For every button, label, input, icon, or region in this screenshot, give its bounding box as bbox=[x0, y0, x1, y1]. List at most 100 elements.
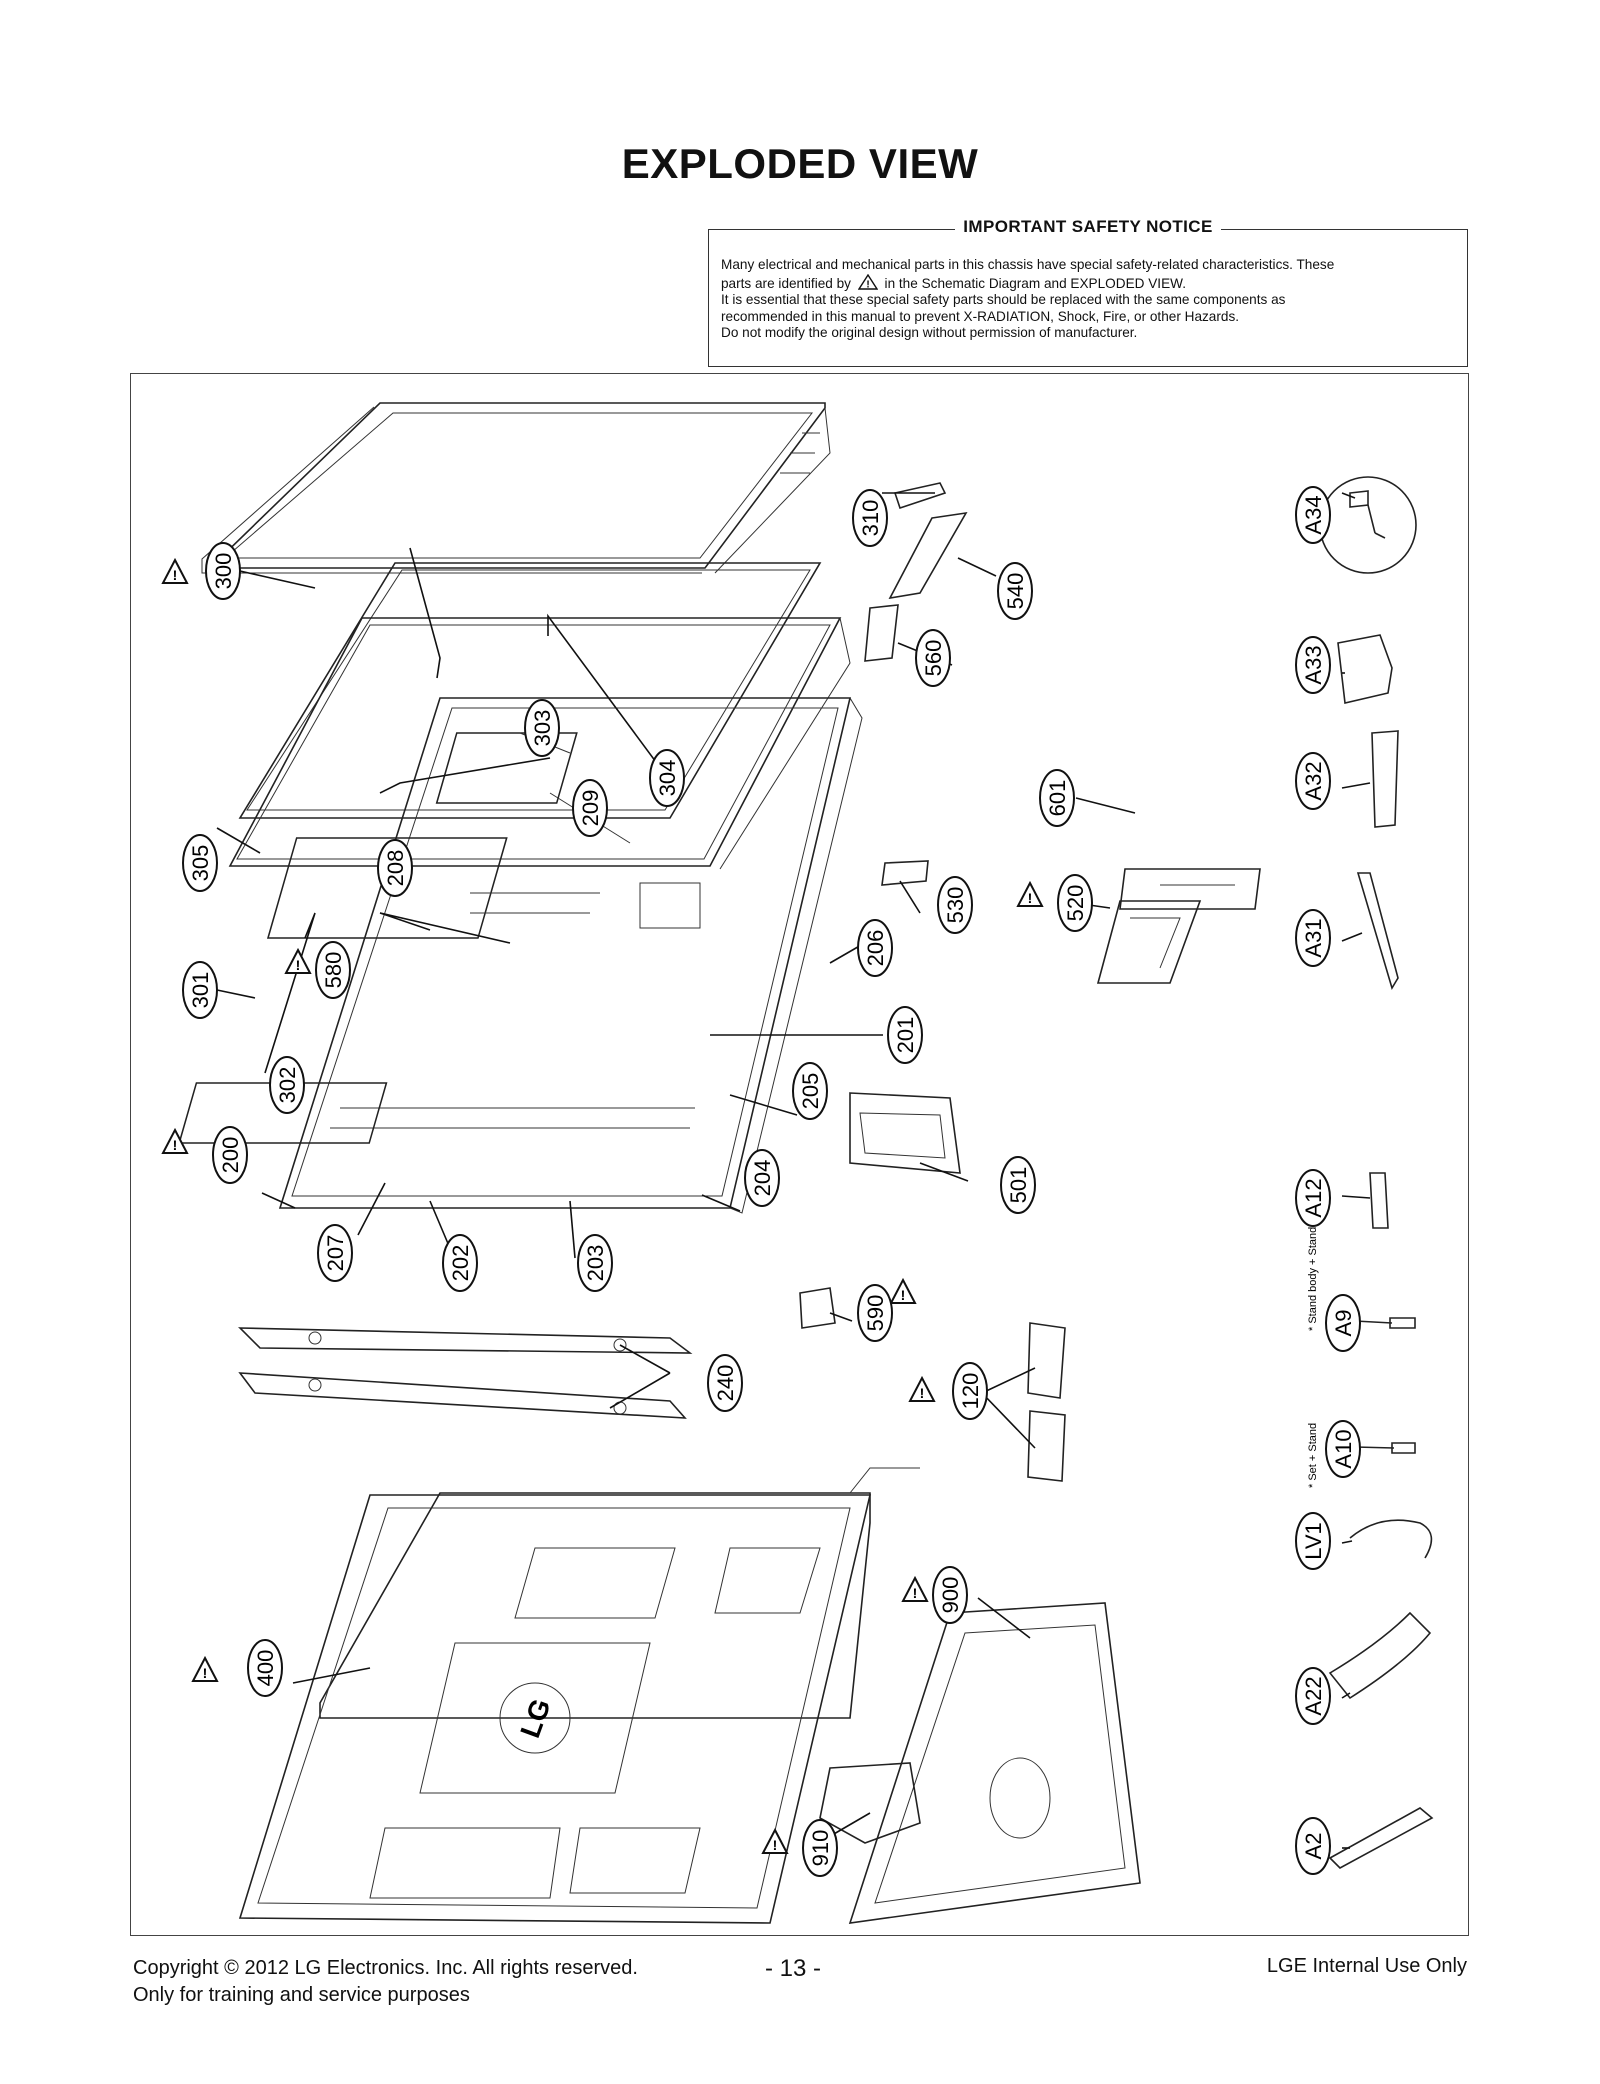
stand-body bbox=[819, 1762, 921, 1844]
part-label-310: 310 bbox=[852, 489, 888, 547]
svg-text:120: 120 bbox=[958, 1373, 983, 1410]
svg-text:540: 540 bbox=[1003, 573, 1028, 610]
svg-text:202: 202 bbox=[448, 1245, 473, 1282]
warning-triangle-icon: ! bbox=[857, 273, 879, 290]
part-label-A33: A33 bbox=[1295, 636, 1331, 694]
part-label-209: 209 bbox=[572, 779, 608, 837]
part-label-202: 202 bbox=[442, 1234, 478, 1292]
svg-text:601: 601 bbox=[1045, 780, 1070, 817]
part-label-530: 530 bbox=[937, 876, 973, 934]
svg-text:530: 530 bbox=[943, 887, 968, 924]
part-label-560: 560 bbox=[915, 629, 951, 687]
notice-line-2-end: in the Schematic Diagram and EXPLODED VI… bbox=[884, 275, 1186, 291]
notice-line-4: recommended in this manual to prevent X-… bbox=[721, 308, 1240, 324]
part-label-304: 304 bbox=[649, 749, 685, 807]
display-panel-layers bbox=[228, 562, 851, 870]
footer-internal-use: LGE Internal Use Only bbox=[1266, 1955, 1467, 1977]
svg-text:A12: A12 bbox=[1301, 1178, 1326, 1217]
notice-line-3: It is essential that these special safet… bbox=[721, 292, 1286, 307]
svg-text:200: 200 bbox=[218, 1137, 243, 1174]
part-label-910: 910 bbox=[802, 1819, 838, 1877]
svg-text:A33: A33 bbox=[1301, 645, 1326, 684]
svg-text:590: 590 bbox=[863, 1295, 888, 1332]
svg-text:304: 304 bbox=[655, 760, 680, 797]
svg-text:580: 580 bbox=[321, 952, 346, 989]
svg-text:!: ! bbox=[866, 279, 869, 290]
svg-text:305: 305 bbox=[188, 845, 213, 882]
part-label-206: 206 bbox=[857, 919, 893, 977]
svg-text:204: 204 bbox=[750, 1160, 775, 1197]
notice-line-1: Many electrical and mechanical parts in … bbox=[721, 257, 1335, 272]
part-label-203: 203 bbox=[577, 1234, 613, 1292]
part-label-305: 305 bbox=[182, 834, 218, 892]
svg-text:201: 201 bbox=[893, 1017, 918, 1054]
svg-text:A32: A32 bbox=[1301, 761, 1326, 800]
svg-text:300: 300 bbox=[211, 553, 236, 590]
footer-copyright: Copyright © 2012 LG Electronics. Inc. Al… bbox=[133, 1957, 638, 1979]
part-label-520: 520 bbox=[1057, 874, 1093, 932]
part-label-302: 302 bbox=[269, 1056, 305, 1114]
part-label-A9: A9 bbox=[1325, 1294, 1361, 1352]
warning-triangles bbox=[162, 559, 1043, 1854]
svg-text:207: 207 bbox=[323, 1235, 348, 1272]
svg-text:LV1: LV1 bbox=[1301, 1522, 1326, 1560]
part-label-A22: A22 bbox=[1295, 1667, 1331, 1725]
svg-text:400: 400 bbox=[253, 1650, 278, 1687]
part-label-501: 501 bbox=[1000, 1156, 1036, 1214]
warning-triangle-icon bbox=[762, 1829, 788, 1854]
warning-triangle-icon bbox=[890, 1279, 916, 1304]
part-label-400: 400 bbox=[247, 1639, 283, 1697]
main-chassis-frame bbox=[278, 697, 863, 1214]
svg-text:303: 303 bbox=[530, 710, 555, 747]
svg-text:205: 205 bbox=[798, 1073, 823, 1110]
svg-text:560: 560 bbox=[921, 640, 946, 677]
part-label-303: 303 bbox=[524, 699, 560, 757]
safety-notice-heading: IMPORTANT SAFETY NOTICE bbox=[955, 217, 1221, 236]
part-label-590: 590 bbox=[857, 1284, 893, 1342]
warning-triangle-icon bbox=[909, 1377, 935, 1402]
footer-training: Only for training and service purposes bbox=[133, 1984, 470, 2006]
part-label-240: 240 bbox=[707, 1354, 743, 1412]
part-label-580: 580 bbox=[315, 941, 351, 999]
svg-text:501: 501 bbox=[1006, 1167, 1031, 1204]
svg-text:A22: A22 bbox=[1301, 1676, 1326, 1715]
svg-text:A2: A2 bbox=[1301, 1833, 1326, 1860]
bracket-501 bbox=[849, 1092, 961, 1174]
svg-text:520: 520 bbox=[1063, 885, 1088, 922]
lg-logo: LG bbox=[514, 1695, 556, 1742]
part-label-A34: A34 bbox=[1295, 486, 1331, 544]
safety-notice-box: IMPORTANT SAFETY NOTICE Many electrical … bbox=[708, 217, 1468, 367]
part-label-200: 200 bbox=[212, 1126, 248, 1184]
notice-line-2-start: parts are identified by bbox=[721, 275, 851, 291]
front-cabinet-bezel bbox=[201, 402, 831, 574]
part-label-120: 120 bbox=[952, 1362, 988, 1420]
footer-page-number: - 13 - bbox=[765, 1955, 822, 1982]
svg-text:302: 302 bbox=[275, 1067, 300, 1104]
warning-triangle-icon bbox=[1017, 882, 1043, 907]
svg-text:A9: A9 bbox=[1331, 1310, 1356, 1337]
warning-triangle-icon bbox=[162, 1129, 188, 1154]
stand-base bbox=[848, 1602, 1141, 1924]
svg-text:910: 910 bbox=[808, 1830, 833, 1867]
side-rails bbox=[238, 1327, 693, 1419]
svg-text:206: 206 bbox=[863, 930, 888, 967]
part-label-A32: A32 bbox=[1295, 752, 1331, 810]
part-label-208: 208 bbox=[377, 839, 413, 897]
leader-lines bbox=[216, 492, 1371, 1849]
part-label-301: 301 bbox=[182, 961, 218, 1019]
page-title: EXPLODED VIEW bbox=[621, 140, 979, 187]
warning-triangle-icon bbox=[192, 1657, 218, 1682]
svg-text:209: 209 bbox=[578, 790, 603, 827]
part-label-A31: A31 bbox=[1295, 909, 1331, 967]
svg-text:A10: A10 bbox=[1331, 1429, 1356, 1468]
part-label-205: 205 bbox=[792, 1062, 828, 1120]
part-label-A10: A10 bbox=[1325, 1420, 1361, 1478]
part-label-300: 300 bbox=[205, 542, 241, 600]
part-label-204: 204 bbox=[744, 1149, 780, 1207]
svg-text:208: 208 bbox=[383, 850, 408, 887]
part-label-207: 207 bbox=[317, 1224, 353, 1282]
small-parts-group bbox=[864, 482, 1261, 984]
part-label-601: 601 bbox=[1039, 769, 1075, 827]
note-set-stand: * Set + Stand bbox=[1307, 1423, 1319, 1488]
svg-text:310: 310 bbox=[858, 500, 883, 537]
